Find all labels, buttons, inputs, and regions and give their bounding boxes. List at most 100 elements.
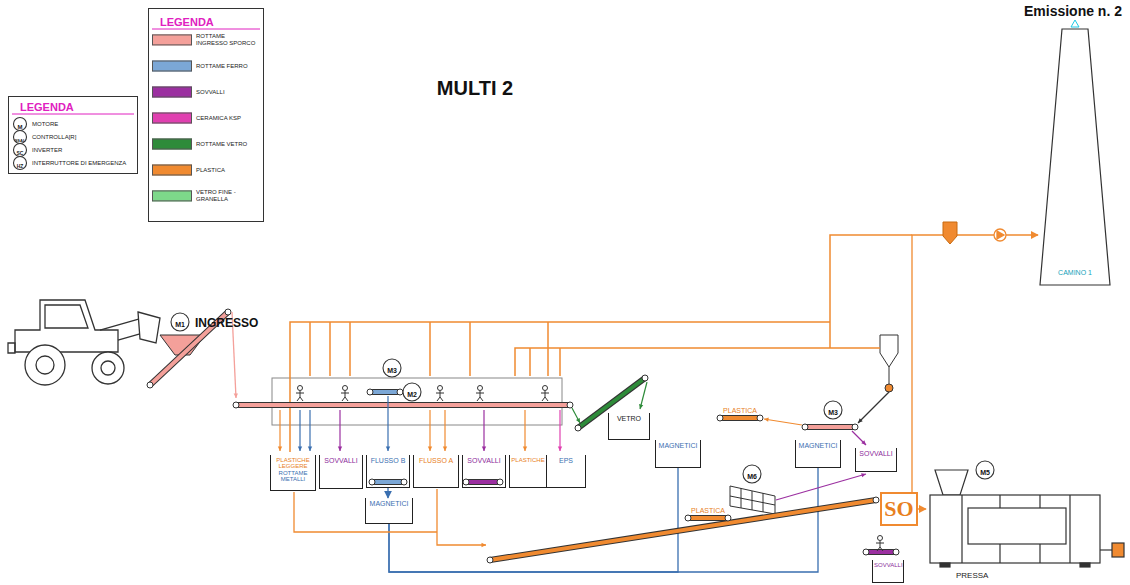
label-box: M1 [175, 314, 185, 330]
operator-figure [478, 386, 483, 391]
text-label: INGRESSO [195, 316, 258, 330]
flow-arrow [764, 419, 802, 425]
legend-swatch [152, 165, 192, 176]
motor-symbol [824, 401, 842, 419]
legend-text: ROTTAME VETRO [196, 141, 258, 148]
collection-bin: SOVVALLI [872, 560, 904, 583]
conveyor-belt [720, 416, 760, 420]
text-label: HZ [17, 163, 24, 169]
legend-swatch [152, 139, 192, 150]
conveyor-belt [372, 479, 404, 485]
exhaust-fan [994, 229, 1006, 241]
flow-line [294, 492, 437, 532]
node-text: MAGNETICI [367, 500, 411, 507]
press-machine [1112, 543, 1124, 557]
text-label: M6 [747, 473, 757, 480]
press-machine [962, 495, 1070, 563]
flow-arrow [483, 410, 484, 451]
flow-arrow [523, 446, 527, 451]
flow-arrow [298, 446, 302, 451]
legend-text: VETRO FINE - GRANELLA [196, 189, 258, 202]
legend-row: VETRO FINE - GRANELLA [152, 189, 258, 202]
conveyor-belt [805, 425, 855, 429]
press-machine [1080, 563, 1090, 567]
operator-figure [476, 391, 484, 401]
suction-duct [547, 322, 549, 376]
conveyor-belt [863, 549, 869, 555]
legend-rule [152, 29, 260, 30]
operator-figure [341, 391, 349, 401]
plant-drawing [14, 118, 995, 484]
conveyor-belt [575, 425, 581, 431]
press-machine [930, 470, 1124, 567]
node-text: MAGNETICI [657, 442, 699, 449]
node-text: FLUSSO B [368, 457, 408, 464]
flow-arrow [308, 446, 312, 451]
flow-arrow [429, 410, 430, 451]
suction-duct [515, 348, 880, 376]
flow-arrow [559, 410, 560, 451]
conveyor-belt [685, 515, 691, 521]
conveyor-belt [490, 500, 876, 560]
flow-connector [389, 468, 678, 572]
legend-row: ROTTAME INGRESSO SPORCO [152, 33, 258, 46]
flow-arrow [278, 446, 282, 451]
collection-bin: MAGNETICI [795, 440, 841, 468]
conveyor-belt [717, 415, 723, 421]
label-box: M2 [407, 384, 417, 400]
text-label: SC [17, 150, 24, 156]
label-box: LEGENDA [20, 98, 74, 114]
flow-arrow [858, 392, 889, 423]
motor-symbol [403, 383, 421, 401]
flow-arrow [776, 474, 866, 500]
flow-arrow [309, 410, 310, 451]
legend-row: SOVVALLI [152, 87, 258, 98]
title-box: MULTI 2 [437, 78, 513, 98]
label-box: HZ [17, 155, 24, 171]
text-label: M1 [175, 321, 185, 328]
flow-arrow [278, 382, 889, 500]
label-box: Emissione n. 2 [1024, 3, 1122, 19]
emission-marker [1071, 20, 1079, 27]
conveyor-belt [369, 479, 375, 485]
flow-connector [918, 508, 926, 509]
operator-figure [343, 386, 348, 391]
collection-bin: PLASTICHE [509, 455, 547, 488]
flow-arrow [524, 410, 525, 451]
flow-arrow [443, 446, 447, 451]
motor-symbol [383, 359, 401, 377]
label-box: PLASTICA [691, 500, 725, 516]
text-label: M5 [980, 469, 990, 476]
legend-row: ROTTAME FERRO [152, 61, 258, 72]
chimney-stack: CAMINO 1 [1038, 28, 1112, 286]
diagram-title: MULTI 2 [437, 77, 513, 99]
chimney-body [1040, 29, 1110, 285]
conveyor-belt [233, 402, 239, 408]
plant-drawing [290, 235, 912, 452]
cyclone [880, 335, 898, 392]
exhaust-fan [997, 231, 1004, 239]
motor-symbol [14, 131, 27, 144]
label-box: M3 [828, 402, 838, 418]
legend-row: CONTROLLA[R] [32, 134, 132, 141]
conveyor-belt [463, 479, 469, 485]
operator-figure [436, 391, 444, 401]
legend-swatch [152, 113, 192, 124]
loader-vehicle [25, 345, 65, 385]
conveyor-belt [466, 480, 500, 484]
press-machine: PRESSA [926, 488, 1104, 582]
flow-arrow [299, 410, 300, 451]
text-label: M3 [387, 367, 397, 374]
flow-arrow [386, 446, 390, 451]
press-machine [930, 495, 1100, 563]
legend-row: MOTORE [32, 121, 132, 128]
collection-bin: PLASTICHE LEGGEREROTTAME METALLI [270, 455, 316, 491]
text-label: Emissione n. 2 [1024, 3, 1122, 19]
label-box: PLASTICA [723, 400, 757, 416]
flow-arrow [339, 410, 340, 451]
flow-arrow [428, 446, 432, 451]
node-text: PRESSA [956, 572, 988, 580]
exhaust-fan [994, 229, 1006, 241]
node-text: VETRO [610, 415, 648, 422]
